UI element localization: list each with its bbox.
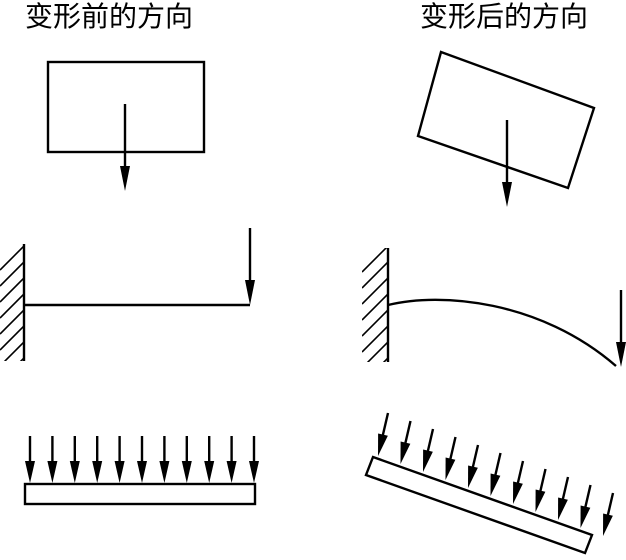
load-arrow-before: [114, 436, 125, 483]
load-arrow-before: [204, 436, 215, 483]
load-arrow-before: [181, 436, 192, 483]
force-arrow-block-after: [502, 120, 512, 207]
force-arrow-beam-after: [616, 290, 626, 367]
plate-before-group: [23, 436, 259, 506]
load-arrow-before: [47, 436, 58, 483]
wall-hatching-right: [362, 248, 388, 362]
distributed-load-after: [378, 412, 615, 536]
load-arrow-after: [580, 484, 592, 528]
load-arrow-after: [468, 444, 480, 488]
load-arrow-before: [249, 436, 259, 483]
title-before-deformation: 变形前的方向: [25, 0, 194, 33]
cantilever-after-group: [362, 248, 626, 367]
block-before-group: [46, 60, 206, 191]
load-arrow-before: [226, 436, 237, 483]
beam-deflected: [387, 298, 617, 367]
load-arrow-before: [159, 436, 170, 483]
load-arrow-before: [137, 436, 147, 483]
load-arrow-after: [423, 428, 435, 472]
distributed-load-before: [25, 436, 259, 483]
load-arrow-after: [490, 452, 502, 496]
load-arrow-before: [69, 436, 80, 483]
force-arrow-beam-before: [245, 228, 255, 305]
load-arrow-after: [535, 468, 547, 512]
wall-hatching-left: [0, 245, 24, 361]
load-arrow-after: [603, 492, 615, 536]
block-after-rotated: [416, 50, 596, 190]
load-arrow-after: [445, 436, 457, 480]
force-arrow-block-before: [120, 104, 130, 191]
load-arrow-before: [25, 436, 35, 483]
load-arrow-after: [378, 412, 390, 456]
load-arrow-after: [513, 460, 525, 504]
plate-before: [23, 482, 257, 506]
plate-after-group: [364, 412, 615, 555]
title-after-deformation: 变形后的方向: [420, 0, 589, 33]
load-arrow-before: [92, 436, 103, 483]
load-arrow-after: [558, 476, 570, 520]
load-arrow-after: [400, 420, 412, 464]
block-after-group: [416, 50, 596, 207]
plate-after-tilted: [364, 455, 594, 555]
cantilever-before-group: [0, 228, 255, 361]
